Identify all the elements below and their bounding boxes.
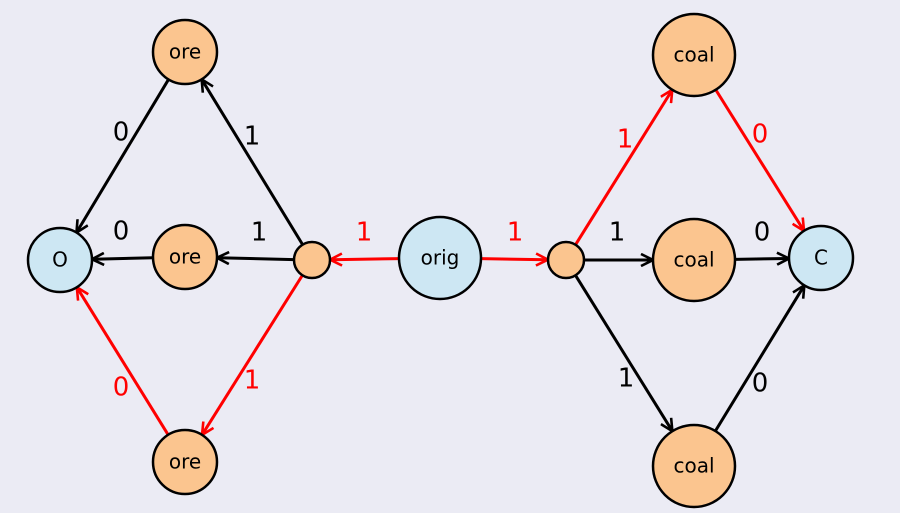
edge-orig-to-split_right — [480, 259, 547, 260]
node-coal_mid: coal — [651, 217, 737, 303]
edge-label-split_left-to-ore_top: 1 — [244, 122, 261, 152]
edge-label-ore_mid-to-O: 0 — [113, 217, 130, 247]
node-label-O: O — [52, 248, 68, 272]
node-circle-orig — [397, 215, 483, 301]
edge-label-split_right-to-coal_mid: 1 — [609, 218, 626, 248]
edge-ore_top-to-O — [77, 78, 170, 231]
edge-label-split_left-to-ore_mid: 1 — [251, 218, 268, 248]
edge-coal_mid-to-C — [734, 259, 788, 260]
edge-split_right-to-coal_bot — [574, 274, 671, 430]
node-circle-O — [26, 226, 94, 294]
node-label-ore_top: ore — [169, 40, 201, 64]
edge-orig-to-split_left — [331, 259, 400, 260]
edge-split_right-to-coal_top — [574, 91, 672, 246]
node-split_right — [546, 240, 586, 280]
edge-ore_mid-to-O — [93, 258, 154, 259]
node-C: C — [787, 224, 855, 292]
node-ore_bot: ore — [151, 428, 219, 496]
edge-split_left-to-ore_mid — [218, 258, 295, 260]
node-label-ore_mid: ore — [169, 245, 201, 269]
edge-label-ore_top-to-O: 0 — [113, 118, 130, 148]
node-coal_bot: coal — [651, 423, 737, 509]
node-label-orig: orig — [421, 246, 460, 270]
node-circle-ore_bot — [151, 428, 219, 496]
node-label-coal_top: coal — [673, 43, 714, 67]
node-ore_top: ore — [151, 18, 219, 86]
edge-coal_top-to-C — [714, 88, 804, 230]
edge-split_left-to-ore_top — [202, 80, 304, 246]
node-circle-C — [787, 224, 855, 292]
node-circle-ore_mid — [151, 223, 219, 291]
node-O: O — [26, 226, 94, 294]
node-circle-split_left — [292, 240, 332, 280]
node-circle-coal_mid — [651, 217, 737, 303]
node-label-coal_bot: coal — [673, 454, 714, 478]
node-circle-split_right — [546, 240, 586, 280]
edge-label-split_right-to-coal_bot: 1 — [618, 364, 635, 394]
edge-label-orig-to-split_left: 1 — [356, 218, 373, 248]
edge-split_left-to-ore_bot — [203, 274, 304, 434]
node-circle-coal_top — [651, 12, 737, 98]
node-orig: orig — [397, 215, 483, 301]
node-label-coal_mid: coal — [673, 248, 714, 272]
node-label-ore_bot: ore — [169, 450, 201, 474]
edge-label-split_left-to-ore_bot: 1 — [244, 366, 261, 396]
node-coal_top: coal — [651, 12, 737, 98]
edge-label-ore_bot-to-O: 0 — [113, 373, 130, 403]
node-circle-ore_top — [151, 18, 219, 86]
edge-label-orig-to-split_right: 1 — [507, 218, 524, 248]
node-label-C: C — [814, 246, 828, 270]
edge-labels-layer: 1 1 1 1 1 0 0 0 1 1 1 0 0 0 — [113, 118, 771, 403]
node-circle-coal_bot — [651, 423, 737, 509]
edge-label-coal_bot-to-C: 0 — [752, 369, 769, 399]
edge-coal_bot-to-C — [714, 286, 803, 432]
node-ore_mid: ore — [151, 223, 219, 291]
edge-ore_bot-to-O — [77, 288, 170, 436]
edge-label-coal_mid-to-C: 0 — [754, 218, 771, 248]
edge-label-coal_top-to-C: 0 — [752, 120, 769, 150]
node-split_left — [292, 240, 332, 280]
edge-label-split_right-to-coal_top: 1 — [617, 125, 634, 155]
edges-layer — [77, 79, 804, 434]
